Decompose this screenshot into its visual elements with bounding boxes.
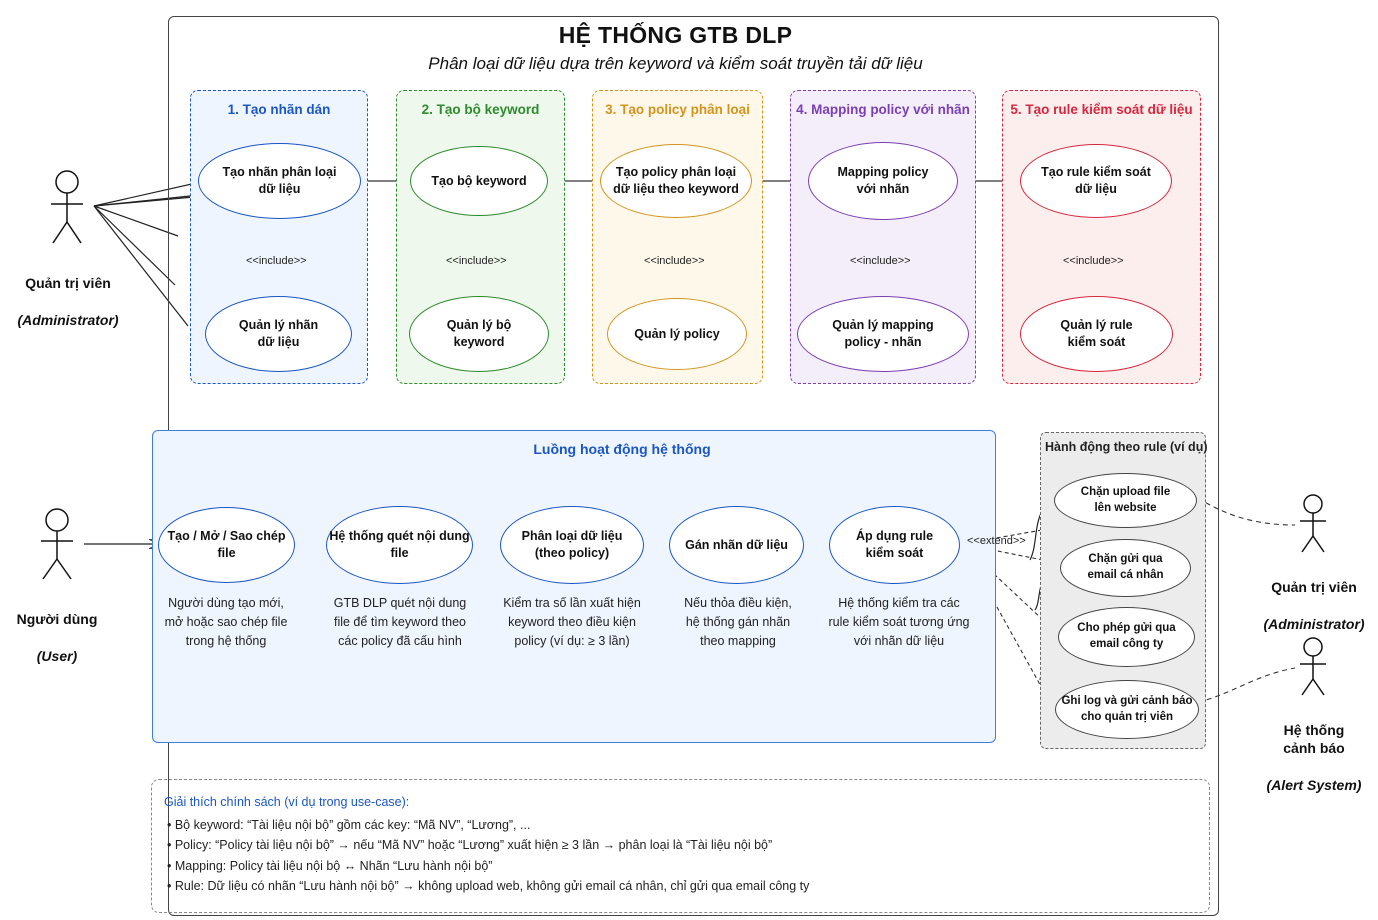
- notes-title: Giải thích chính sách (ví dụ trong use-c…: [164, 795, 410, 809]
- actor-role: (Administrator): [1263, 615, 1365, 632]
- action-chan-email-ca-nhan[interactable]: Chặn gửi qua email cá nhân: [1060, 539, 1191, 597]
- usecase-tao-nhan[interactable]: Tạo nhãn phân loại dữ liệu: [198, 143, 361, 219]
- flow-step-1[interactable]: Tạo / Mở / Sao chép file: [158, 507, 295, 583]
- stick-figures: [41, 170, 1326, 696]
- action-chan-upload[interactable]: Chặn upload file lên website: [1054, 473, 1197, 528]
- actor-admin-right: Quản trị viên (Administrator): [1258, 560, 1370, 651]
- right-actor-links: [1197, 497, 1296, 703]
- note-line: • Mapping: Policy tài liệu nội bộ ↔ Nhãn…: [167, 859, 493, 873]
- actions-title: Hành động theo rule (ví dụ): [1045, 440, 1208, 454]
- note-line: • Policy: “Policy tài liệu nội bộ” → nếu…: [167, 838, 773, 852]
- group-title: 3. Tạo policy phân loại: [605, 102, 750, 117]
- policy-notes: [151, 779, 1210, 913]
- usecase-quan-ly-nhan[interactable]: Quản lý nhãn dữ liệu: [205, 296, 352, 372]
- note-line: • Bộ keyword: “Tài liệu nội bộ” gồm các …: [167, 818, 531, 832]
- usecase-mapping-policy[interactable]: Mapping policy với nhãn: [808, 142, 958, 220]
- include-label: <<include>>: [850, 255, 911, 267]
- actor-name: Quản trị viên: [25, 275, 111, 292]
- flow-step-5[interactable]: Áp dụng rule kiểm soát: [829, 506, 960, 584]
- flow-title: Luồng hoạt động hệ thống: [533, 441, 711, 457]
- actor-role: (Administrator): [17, 311, 119, 328]
- group-title: 5. Tạo rule kiểm soát dữ liệu: [1010, 102, 1193, 117]
- extend-label: <<extend>>: [967, 535, 1026, 547]
- flow-step-4-desc: Nếu thỏa điều kiện, hệ thống gán nhãn th…: [684, 596, 792, 648]
- actor-role: (Alert System): [1266, 776, 1362, 793]
- usecase-quan-ly-keyword[interactable]: Quản lý bộ keyword: [409, 296, 549, 372]
- actor-role: (User): [36, 647, 78, 664]
- usecase-tao-policy[interactable]: Tạo policy phân loại dữ liệu theo keywor…: [600, 144, 752, 218]
- flow-step-3[interactable]: Phân loại dữ liệu (theo policy): [500, 506, 644, 584]
- flow-step-1-desc: Người dùng tạo mới, mở hoặc sao chép fil…: [164, 596, 288, 648]
- note-line: • Rule: Dữ liệu có nhãn “Lưu hành nội bộ…: [167, 879, 810, 893]
- flow-step-2-desc: GTB DLP quét nội dung file để tìm keywor…: [333, 596, 467, 648]
- group-title: 2. Tạo bộ keyword: [421, 102, 540, 117]
- usecase-tao-rule[interactable]: Tạo rule kiểm soát dữ liệu: [1020, 144, 1172, 218]
- action-cho-phep-email-cong-ty[interactable]: Cho phép gửi qua email công ty: [1058, 607, 1195, 667]
- include-label: <<include>>: [1063, 255, 1124, 267]
- flow-panel: [152, 430, 996, 743]
- include-label: <<include>>: [446, 255, 507, 267]
- usecase-quan-ly-rule[interactable]: Quản lý rule kiểm soát: [1020, 296, 1173, 372]
- group-title: 4. Mapping policy với nhãn: [796, 102, 970, 117]
- actor-name: Người dùng: [16, 611, 98, 628]
- flow-step-4[interactable]: Gán nhãn dữ liệu: [669, 506, 804, 584]
- flow-step-5-desc: Hệ thống kiểm tra các rule kiểm soát tươ…: [828, 596, 970, 648]
- actor-alert-system: Hệ thống cảnh báo (Alert System): [1258, 703, 1370, 812]
- actor-name: Quản trị viên: [1271, 579, 1357, 596]
- include-label: <<include>>: [246, 255, 307, 267]
- actor-admin-left: Quản trị viên (Administrator): [10, 256, 126, 347]
- flow-step-2[interactable]: Hệ thống quét nội dung file: [326, 506, 473, 584]
- usecase-quan-ly-policy[interactable]: Quản lý policy: [607, 298, 747, 370]
- usecase-tao-bo-keyword[interactable]: Tạo bộ keyword: [410, 146, 548, 216]
- flow-step-3-desc: Kiểm tra số lần xuất hiện keyword theo đ…: [503, 596, 641, 648]
- actor-user: Người dùng (User): [0, 592, 114, 683]
- group-title: 1. Tạo nhãn dán: [227, 102, 331, 117]
- actor-name: Hệ thống cảnh báo: [1283, 722, 1345, 757]
- usecase-quan-ly-mapping[interactable]: Quản lý mapping policy - nhãn: [797, 296, 969, 372]
- diagram-subtitle: Phân loại dữ liệu dựa trên keyword và ki…: [428, 54, 923, 73]
- diagram-title: HỆ THỐNG GTB DLP: [558, 22, 793, 48]
- admin-associations: [93, 180, 206, 327]
- include-label: <<include>>: [644, 255, 705, 267]
- action-ghi-log-canh-bao[interactable]: Ghi log và gửi cảnh báo cho quản trị viê…: [1055, 680, 1199, 739]
